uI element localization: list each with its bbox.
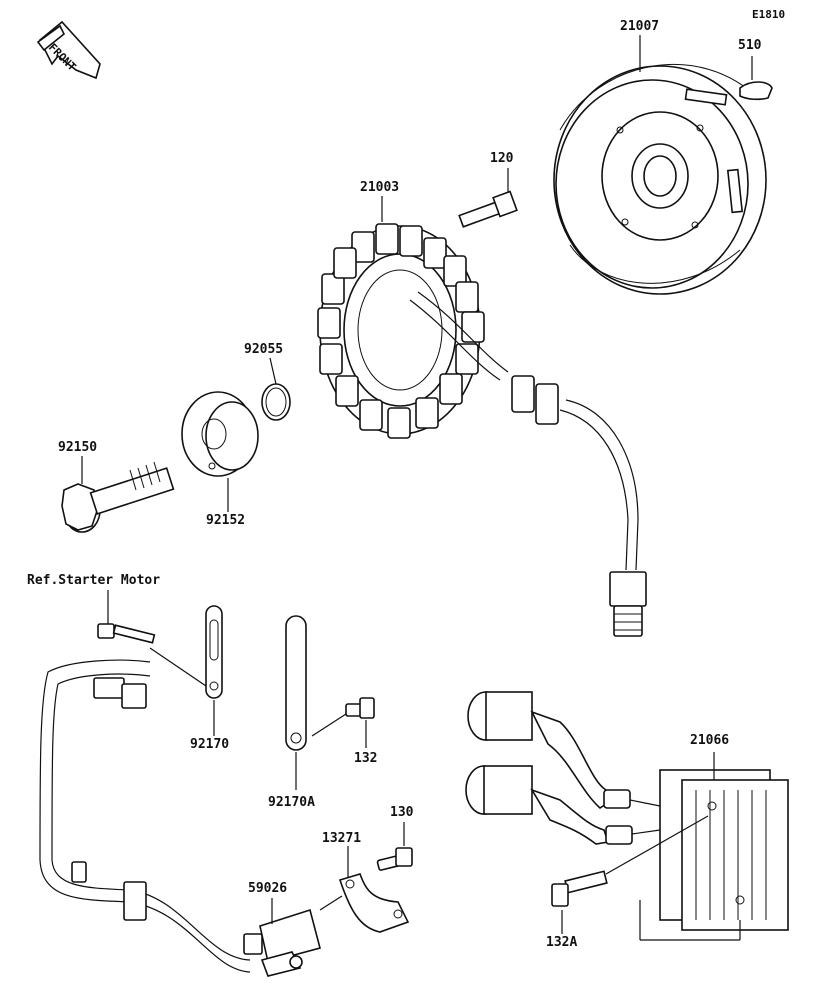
label-59026: 59026 bbox=[248, 881, 287, 896]
bolt-130 bbox=[376, 847, 413, 871]
woodruff-key bbox=[739, 81, 773, 101]
label-21007: 21007 bbox=[620, 19, 659, 34]
label-510: 510 bbox=[738, 38, 762, 53]
ref-starter-motor-note: Ref.Starter Motor bbox=[27, 573, 160, 588]
label-120: 120 bbox=[490, 151, 514, 166]
bolt-132 bbox=[345, 697, 375, 719]
collar bbox=[181, 391, 259, 477]
sensor-59026 bbox=[259, 908, 321, 977]
label-132a: 132A bbox=[546, 935, 577, 950]
front-arrow-icon: FRONT bbox=[36, 20, 101, 80]
label-92055: 92055 bbox=[244, 342, 283, 357]
bolt-120 bbox=[458, 190, 518, 228]
label-92170: 92170 bbox=[190, 737, 229, 752]
bracket-13271 bbox=[338, 873, 410, 933]
o-ring bbox=[261, 383, 291, 421]
clamp-92170a bbox=[285, 615, 307, 751]
label-21066: 21066 bbox=[690, 733, 729, 748]
label-130: 130 bbox=[390, 805, 414, 820]
bolt-132a bbox=[551, 870, 608, 907]
wiring-harness bbox=[39, 659, 263, 973]
diagram-code: E1810 bbox=[752, 8, 785, 21]
label-21003: 21003 bbox=[360, 180, 399, 195]
stator-coil bbox=[317, 223, 647, 637]
label-13271: 13271 bbox=[322, 831, 361, 846]
flange-bolt bbox=[61, 461, 175, 533]
flywheel-rotor bbox=[553, 63, 767, 295]
label-92170a: 92170A bbox=[268, 795, 315, 810]
starter-bolt bbox=[97, 623, 156, 644]
label-92152: 92152 bbox=[206, 513, 245, 528]
clamp-92170 bbox=[205, 605, 223, 699]
label-92150: 92150 bbox=[58, 440, 97, 455]
label-132: 132 bbox=[354, 751, 377, 766]
regulator-rectifier bbox=[465, 691, 789, 931]
